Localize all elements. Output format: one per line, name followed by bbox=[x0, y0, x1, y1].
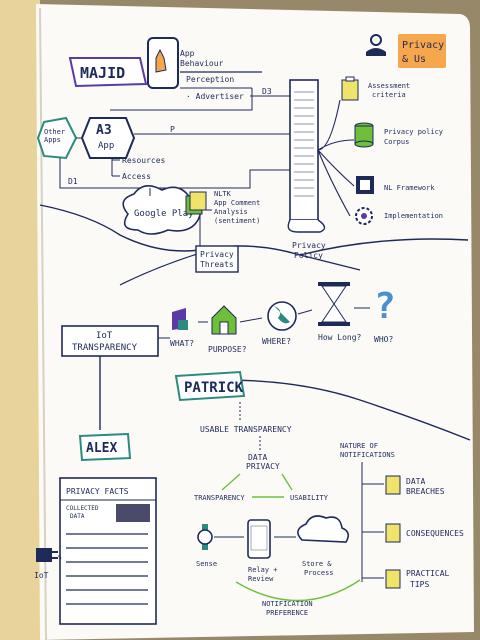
iot-title-1: IoT bbox=[96, 331, 113, 341]
nltk-2: App Comment bbox=[214, 199, 260, 207]
question-mark-icon: ? bbox=[374, 286, 396, 327]
iot-transparency-box: IoT TRANSPARENCY bbox=[61, 325, 159, 357]
hourglass-icon bbox=[318, 282, 350, 326]
branch-3-line1: Implementation bbox=[384, 212, 443, 220]
app-label: App bbox=[98, 141, 114, 151]
app-behaviour-2: Behaviour bbox=[180, 59, 224, 68]
perception-label: Perception bbox=[186, 75, 234, 84]
branch-1-line2: Corpus bbox=[384, 138, 409, 146]
other-apps-1: Other bbox=[44, 128, 65, 136]
relay-2: Review bbox=[248, 575, 274, 583]
storage-cloud-icon bbox=[297, 515, 350, 543]
patrick-banner: PATRICK bbox=[174, 370, 246, 402]
nature-title-2: NOTIFICATIONS bbox=[340, 451, 395, 459]
privacy-threats-box: Privacy Threats bbox=[195, 245, 239, 273]
database-icon bbox=[354, 122, 374, 148]
usable-transparency: USABLE TRANSPARENCY bbox=[200, 425, 292, 434]
transparency-label: TRANSPARENCY bbox=[194, 494, 245, 502]
notebook-cover-edge bbox=[0, 0, 46, 640]
threats-2: Threats bbox=[200, 260, 234, 269]
divider-bottom bbox=[224, 379, 471, 441]
iot-title-2: TRANSPARENCY bbox=[72, 343, 138, 353]
clipboard-icon bbox=[385, 569, 401, 589]
threats-1: Privacy bbox=[200, 250, 234, 259]
majid-banner: MAJID bbox=[68, 57, 148, 88]
a3-label: A3 bbox=[96, 123, 112, 138]
corner-note-line1: Privacy bbox=[402, 40, 444, 51]
store-2: Process bbox=[304, 569, 334, 577]
iot-what: WHAT? bbox=[170, 339, 194, 348]
google-play-label: Google Play bbox=[134, 209, 194, 219]
alex-banner: ALEX bbox=[78, 432, 132, 462]
branch-0-line1: Assessment bbox=[368, 82, 410, 90]
policy-1: Privacy bbox=[292, 241, 326, 250]
usability-label: USABILITY bbox=[290, 494, 329, 502]
clipboard-icon bbox=[385, 523, 401, 543]
branch-1-line1: Privacy policy bbox=[384, 128, 443, 136]
iot-where: WHERE? bbox=[262, 337, 291, 346]
privacy-facts-card: PRIVACY FACTS COLLECTED DATA bbox=[59, 477, 157, 625]
branch-2-line1: NL Framework bbox=[384, 184, 435, 192]
globe-icon bbox=[267, 301, 297, 331]
other-apps-2: Apps bbox=[44, 136, 61, 144]
other-apps-node: Other Apps bbox=[36, 116, 78, 160]
watch-icon bbox=[197, 524, 213, 550]
iot-who: WHO? bbox=[374, 335, 393, 344]
gear-icon bbox=[355, 207, 373, 225]
facts-title: PRIVACY FACTS bbox=[66, 487, 129, 496]
nltk-1: NLTK bbox=[214, 190, 232, 198]
iot-how-long: How Long? bbox=[318, 333, 362, 342]
d3-label: D3 bbox=[262, 87, 272, 96]
nature-title-1: NATURE OF bbox=[340, 442, 378, 450]
person-icon bbox=[366, 34, 386, 56]
clipboard-icon bbox=[385, 475, 401, 495]
majid-name: MAJID bbox=[80, 64, 125, 82]
alex-name: ALEX bbox=[86, 441, 117, 456]
corner-note-line2: & Us bbox=[402, 54, 426, 65]
data-privacy-1: DATA bbox=[248, 453, 267, 462]
store-1: Store & bbox=[302, 560, 332, 568]
documents-icon bbox=[185, 191, 207, 215]
nature-item-2-line1: PRACTICAL bbox=[406, 569, 450, 578]
iot-purpose: PURPOSE? bbox=[208, 345, 247, 354]
chip-icon bbox=[356, 176, 374, 194]
collected-2: DATA bbox=[70, 513, 85, 520]
nltk-3: Analysis bbox=[214, 208, 248, 216]
a3-app-node: A3 App bbox=[80, 117, 136, 159]
advertiser-label: · Advertiser bbox=[186, 92, 244, 101]
house-icon bbox=[211, 305, 237, 335]
data-grid-icon bbox=[116, 504, 150, 522]
iot-label: IoT bbox=[34, 571, 49, 580]
nature-item-0-line1: DATA bbox=[406, 477, 425, 486]
nature-item-0-line2: BREACHES bbox=[406, 487, 445, 496]
nature-item-2-line2: TIPS bbox=[410, 580, 429, 589]
nature-item-1-line1: CONSEQUENCES bbox=[406, 529, 464, 538]
notif-pref-1: NOTIFICATION bbox=[262, 600, 313, 608]
access-label: Access bbox=[122, 172, 151, 181]
branch-0-line2: criteria bbox=[372, 91, 406, 99]
sense-label: Sense bbox=[196, 560, 217, 568]
relay-1: Relay + bbox=[248, 566, 278, 574]
phone-review-icon bbox=[247, 519, 271, 559]
d1-label: D1 bbox=[68, 177, 78, 186]
nltk-4: (sentiment) bbox=[214, 217, 260, 225]
data-privacy-2: PRIVACY bbox=[246, 462, 280, 471]
plug-icon bbox=[36, 548, 58, 562]
patrick-name: PATRICK bbox=[184, 380, 244, 396]
clipboard-icon bbox=[341, 76, 359, 101]
resources-label: Resources bbox=[122, 156, 166, 165]
app-behaviour-1: App bbox=[180, 49, 195, 58]
p-label: P bbox=[170, 125, 175, 134]
policy-2: Policy bbox=[294, 251, 323, 260]
collected-1: COLLECTED bbox=[66, 505, 99, 512]
shapes-icon bbox=[172, 308, 188, 330]
corner-sticky-note: Privacy & Us bbox=[398, 34, 446, 68]
privacy-policy-scroll bbox=[287, 79, 326, 233]
phone-icon bbox=[147, 37, 179, 89]
notif-pref-2: PREFERENCE bbox=[266, 609, 308, 617]
